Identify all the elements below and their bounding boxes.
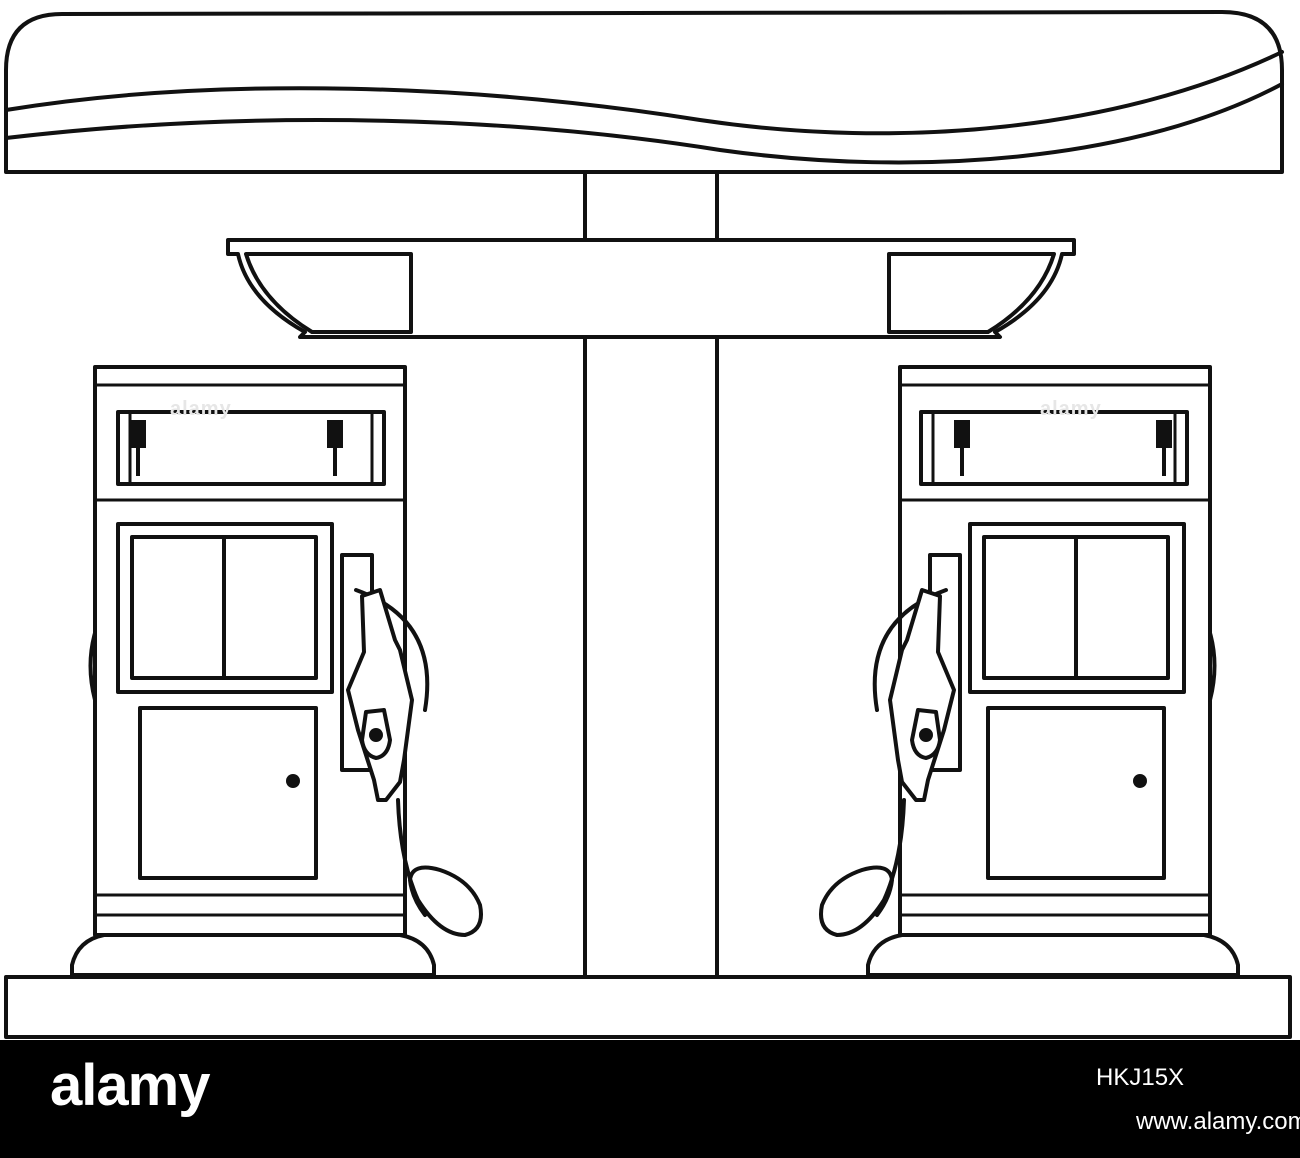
fuel-pump-right: [819, 365, 1240, 977]
gas-station-illustration: [4, 10, 1292, 1039]
fuel-pump-left: [70, 365, 483, 977]
canopy-column-lower: [583, 335, 719, 979]
canopy-column-upper: [583, 170, 719, 244]
light-bar: [226, 238, 1076, 339]
light-bar-lamp-right: [887, 252, 1056, 334]
footer-bar: alamy HKJ15X www.alamy.com: [0, 1040, 1300, 1158]
station-base: [4, 975, 1292, 1039]
canopy-roof: [4, 10, 1284, 174]
brand-logo[interactable]: alamy: [50, 1053, 210, 1118]
image-id-label: HKJ15X: [1096, 1064, 1185, 1091]
site-url-link[interactable]: www.alamy.com: [1136, 1108, 1300, 1135]
light-bar-lamp-left: [244, 252, 413, 334]
